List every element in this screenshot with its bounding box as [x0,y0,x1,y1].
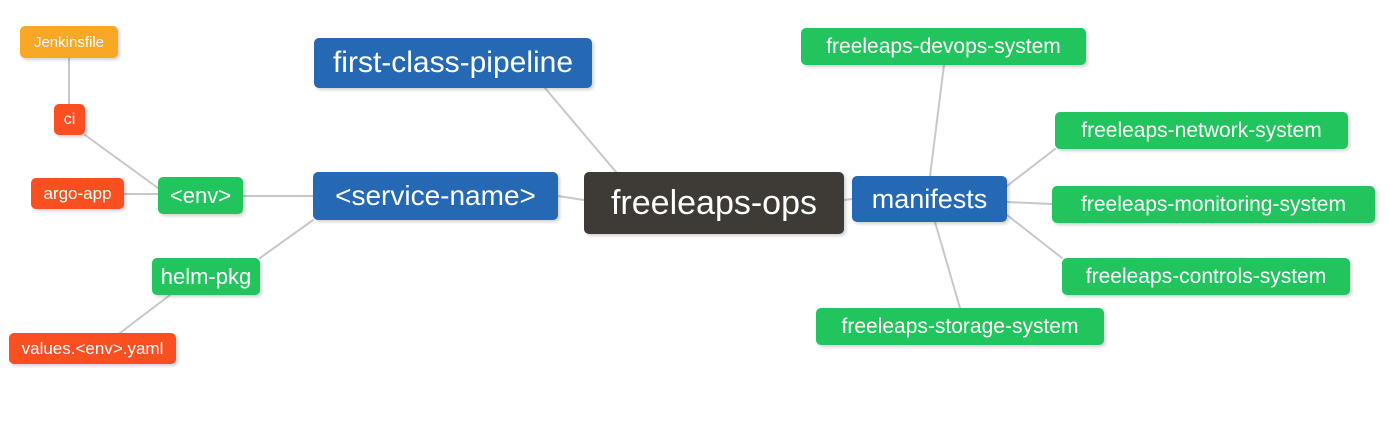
node-freeleaps-network-system[interactable]: freeleaps-network-system [1055,112,1348,149]
node-manifests[interactable]: manifests [852,176,1007,222]
node-label-argo-app: argo-app [43,184,112,203]
edge-freeleaps-ops-to-manifests [843,198,853,201]
node-label-freeleaps-monitoring-system: freeleaps-monitoring-system [1081,193,1346,216]
edge-service-name-to-freeleaps-ops [557,195,585,201]
node-helm-pkg[interactable]: helm-pkg [152,258,260,295]
edge-manifests-to-freeleaps-storage-system [934,221,961,309]
node-freeleaps-storage-system[interactable]: freeleaps-storage-system [816,308,1104,345]
edge-manifests-to-freeleaps-devops-system [929,64,945,177]
node-label-first-class-pipeline: first-class-pipeline [332,46,574,79]
edge-first-class-pipeline-to-freeleaps-ops [544,87,617,173]
node-values-env-yaml[interactable]: values.<env>.yaml [9,333,176,364]
edge-manifests-to-freeleaps-monitoring-system [1006,201,1053,205]
node-label-ci: ci [63,110,76,128]
node-freeleaps-controls-system[interactable]: freeleaps-controls-system [1062,258,1350,295]
node-label-env: <env> [169,182,232,208]
node-label-service-name: <service-name> [335,180,536,211]
node-label-helm-pkg: helm-pkg [160,263,252,289]
node-label-jenkinsfile: Jenkinsfile [33,33,105,51]
node-label-freeleaps-ops: freeleaps-ops [610,184,817,222]
edge-manifests-to-freeleaps-network-system [1006,148,1056,187]
node-ci[interactable]: ci [54,104,85,135]
node-jenkinsfile[interactable]: Jenkinsfile [20,26,118,58]
node-label-freeleaps-network-system: freeleaps-network-system [1081,119,1322,142]
node-label-freeleaps-controls-system: freeleaps-controls-system [1085,265,1327,288]
node-env[interactable]: <env> [158,177,243,214]
edge-helm-pkg-to-values-env-yaml [119,294,171,334]
node-argo-app[interactable]: argo-app [31,178,124,209]
node-first-class-pipeline[interactable]: first-class-pipeline [314,38,592,88]
edge-service-name-to-helm-pkg [259,219,314,259]
node-freeleaps-monitoring-system[interactable]: freeleaps-monitoring-system [1052,186,1375,223]
node-label-freeleaps-storage-system: freeleaps-storage-system [841,315,1079,338]
node-label-values-env-yaml: values.<env>.yaml [21,339,164,358]
node-freeleaps-ops[interactable]: freeleaps-ops [584,172,844,234]
node-service-name[interactable]: <service-name> [313,172,558,220]
node-freeleaps-devops-system[interactable]: freeleaps-devops-system [801,28,1086,65]
node-label-freeleaps-devops-system: freeleaps-devops-system [826,35,1061,58]
node-label-manifests: manifests [871,183,988,214]
